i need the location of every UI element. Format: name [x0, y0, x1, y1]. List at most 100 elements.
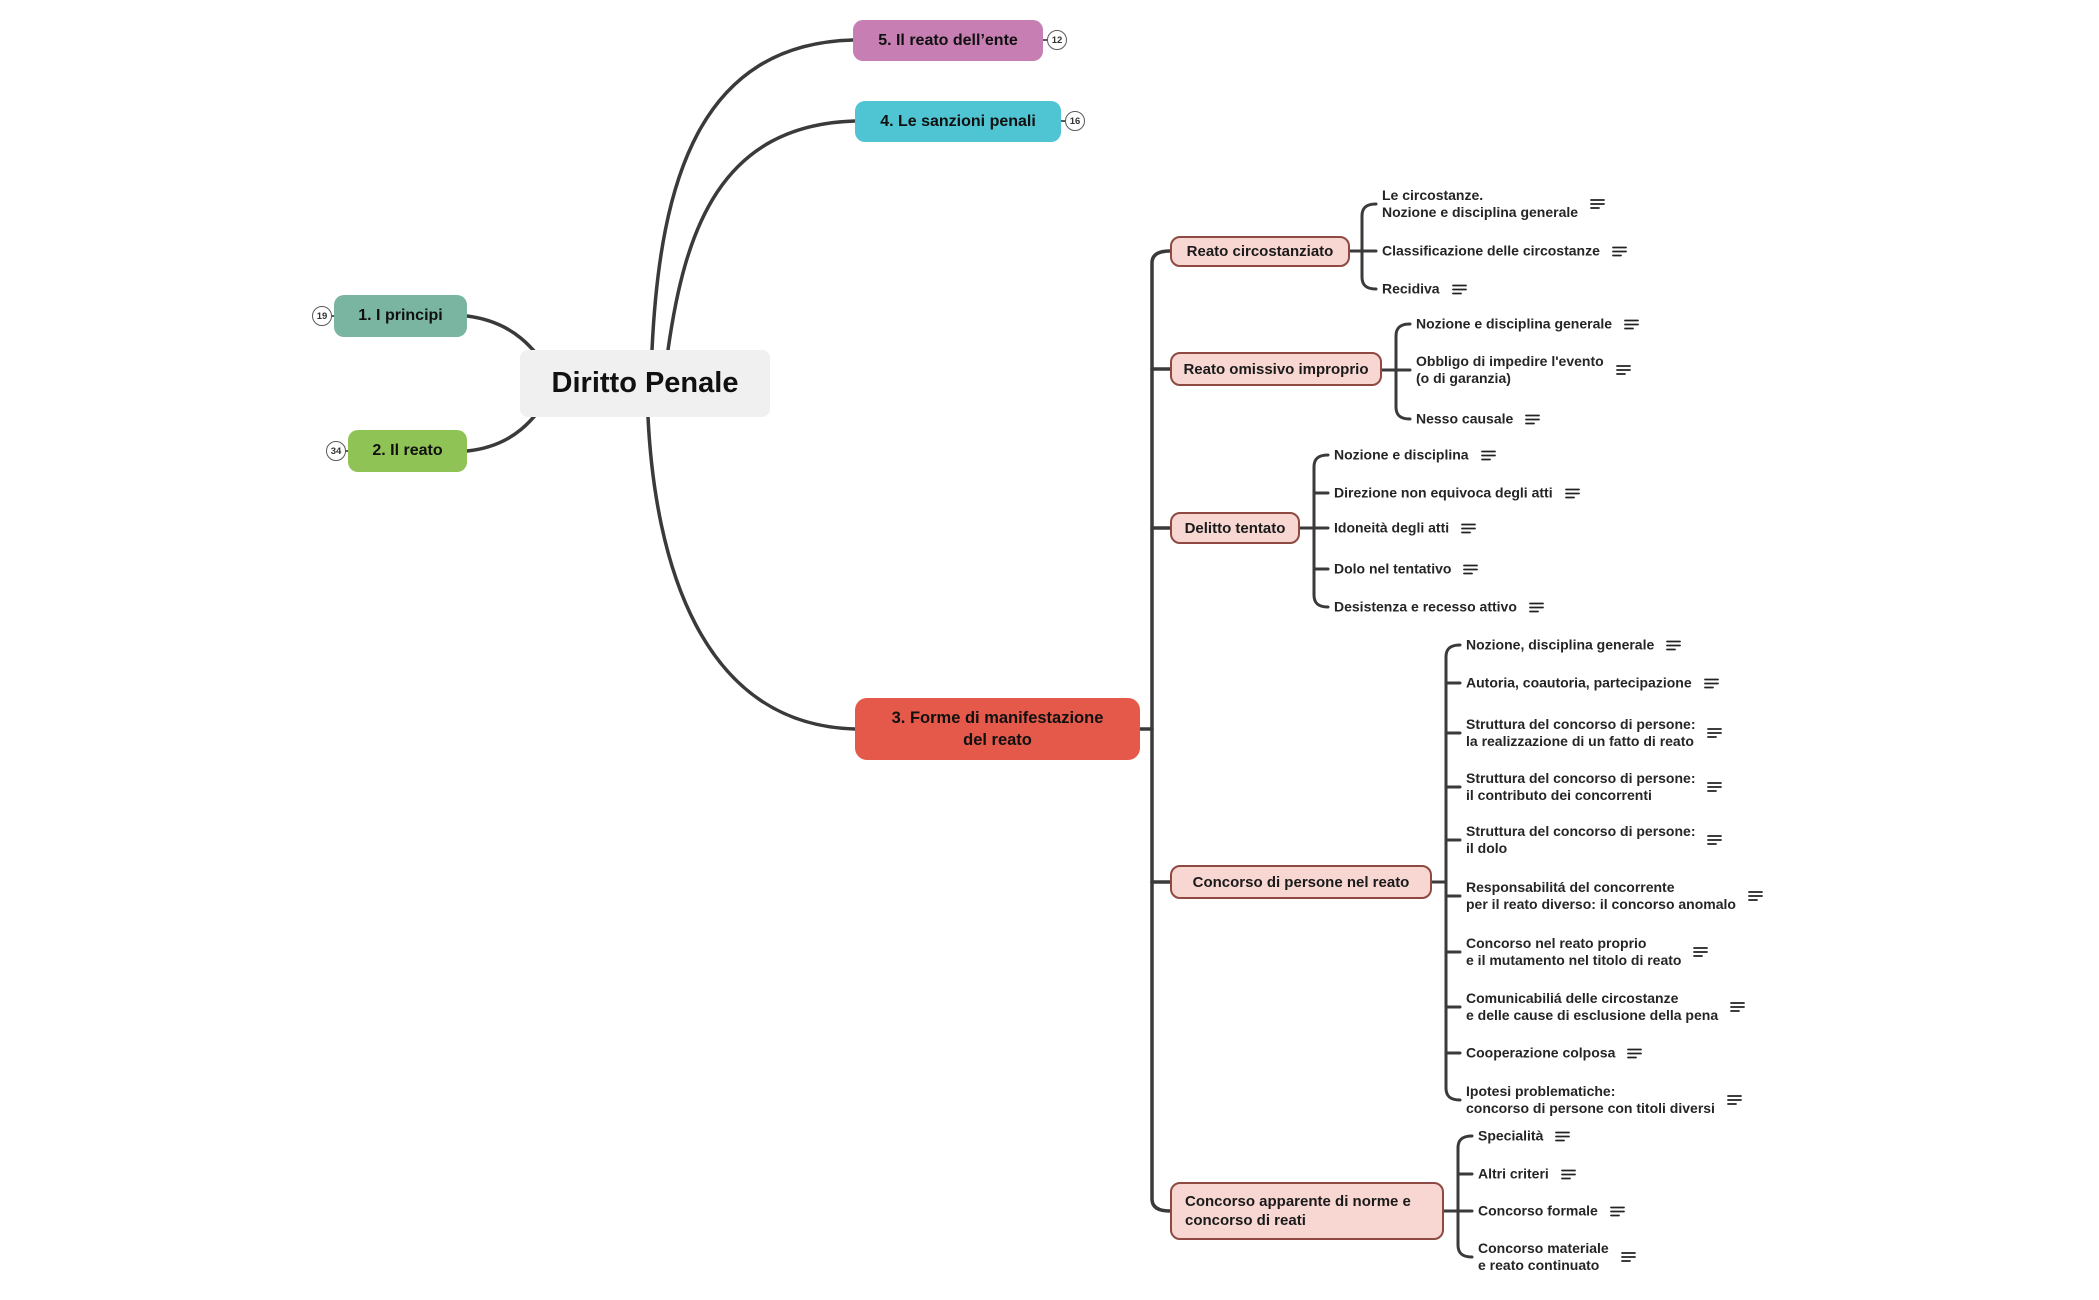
topic-obbligo-impedire-evento[interactable]: Obbligo di impedire l'evento (o di garan…: [1416, 353, 1631, 387]
branch-4-count-badge[interactable]: 16: [1065, 111, 1085, 131]
notes-icon[interactable]: [1451, 283, 1467, 295]
subtopic-label: Reato omissivo improprio: [1183, 360, 1369, 378]
topic-label: Concorso nel reato proprio e il mutament…: [1466, 935, 1682, 968]
topic-label: Ipotesi problematiche: concorso di perso…: [1466, 1083, 1715, 1116]
branch-5-reato-ente[interactable]: 5. Il reato dell’ente: [853, 20, 1043, 61]
branch-label: 5. Il reato dell’ente: [878, 31, 1018, 49]
topic-label: Autoria, coautoria, partecipazione: [1466, 674, 1692, 691]
topic-label: Struttura del concorso di persone: il do…: [1466, 823, 1696, 856]
badge-count: 34: [330, 445, 342, 457]
topic-classificazione-circostanze[interactable]: Classificazione delle circostanze: [1382, 243, 1627, 260]
topic-specialita[interactable]: Specialità: [1478, 1128, 1571, 1145]
topic-label: Cooperazione colposa: [1466, 1044, 1616, 1061]
topic-direzione-non-equivoca[interactable]: Direzione non equivoca degli atti: [1334, 485, 1580, 502]
topic-nozione-e-disciplina[interactable]: Nozione e disciplina: [1334, 447, 1496, 464]
subtopic-brackets: [1298, 202, 1474, 1259]
subtopic-label: Concorso di persone nel reato: [1192, 873, 1410, 891]
topic-altri-criteri[interactable]: Altri criteri: [1478, 1166, 1576, 1183]
notes-icon[interactable]: [1461, 522, 1477, 534]
notes-icon[interactable]: [1703, 677, 1719, 689]
topic-label: Altri criteri: [1478, 1165, 1549, 1182]
topic-label: Concorso formale: [1478, 1202, 1598, 1219]
badge-count: 16: [1069, 115, 1081, 127]
topic-cooperazione-colposa[interactable]: Cooperazione colposa: [1466, 1044, 1643, 1062]
topic-dolo-nel-tentativo[interactable]: Dolo nel tentativo: [1334, 560, 1479, 578]
notes-icon[interactable]: [1727, 1094, 1742, 1106]
branch-5-count-badge[interactable]: 12: [1047, 30, 1067, 50]
topic-desistenza-recesso-attivo[interactable]: Desistenza e recesso attivo: [1334, 599, 1544, 616]
notes-icon[interactable]: [1463, 563, 1479, 575]
topic-comunicabilita-circostanze[interactable]: Comunicabiliá delle circostanze e delle …: [1466, 990, 1746, 1024]
topic-autoria-coautoria[interactable]: Autoria, coautoria, partecipazione: [1466, 675, 1719, 692]
topic-label: Nesso causale: [1416, 410, 1514, 427]
notes-icon[interactable]: [1590, 198, 1605, 210]
node-concorso-apparente[interactable]: Concorso apparente di norme e concorso d…: [1170, 1182, 1444, 1240]
branch-1-principi[interactable]: 1. I principi: [334, 295, 467, 337]
root-branch-connectors: [465, 38, 857, 731]
node-concorso-di-persone[interactable]: Concorso di persone nel reato: [1170, 865, 1432, 899]
topic-nozione-disciplina-generale-2[interactable]: Nozione, disciplina generale: [1466, 636, 1682, 654]
topic-label: Nozione e disciplina generale: [1416, 315, 1613, 332]
notes-icon[interactable]: [1480, 449, 1496, 461]
notes-icon[interactable]: [1611, 245, 1627, 257]
topic-label: Nozione, disciplina generale: [1466, 636, 1655, 653]
node-reato-omissivo-improprio[interactable]: Reato omissivo improprio: [1170, 352, 1382, 386]
subtopic-label: Concorso apparente di norme e concorso d…: [1185, 1192, 1411, 1230]
branch-1-count-badge[interactable]: 19: [312, 306, 332, 326]
branch-2-il-reato[interactable]: 2. Il reato: [348, 430, 467, 472]
node-reato-circostanziato[interactable]: Reato circostanziato: [1170, 236, 1350, 267]
notes-icon[interactable]: [1624, 318, 1639, 330]
branch-label: 3. Forme di manifestazione del reato: [891, 708, 1104, 749]
topic-label: Comunicabiliá delle circostanze e delle …: [1466, 990, 1719, 1023]
notes-icon[interactable]: [1666, 639, 1682, 651]
notes-icon[interactable]: [1707, 727, 1723, 739]
notes-icon[interactable]: [1707, 834, 1723, 846]
topic-label: Dolo nel tentativo: [1334, 560, 1452, 577]
topic-recidiva[interactable]: Recidiva: [1382, 281, 1467, 298]
branch-4-sanzioni-penali[interactable]: 4. Le sanzioni penali: [855, 101, 1061, 142]
topic-idoneita-degli-atti[interactable]: Idoneità degli atti: [1334, 519, 1477, 537]
notes-icon[interactable]: [1528, 601, 1544, 613]
badge-count: 19: [316, 310, 328, 322]
topic-ipotesi-problematiche[interactable]: Ipotesi problematiche: concorso di perso…: [1466, 1083, 1742, 1117]
notes-icon[interactable]: [1730, 1001, 1746, 1013]
topic-struttura-il-dolo[interactable]: Struttura del concorso di persone: il do…: [1466, 823, 1723, 857]
branch-label: 4. Le sanzioni penali: [880, 112, 1036, 130]
subtopic-label: Delitto tentato: [1184, 519, 1286, 537]
notes-icon[interactable]: [1627, 1047, 1643, 1059]
topic-label: Responsabilitá del concorrente per il re…: [1466, 879, 1736, 912]
topic-nesso-causale[interactable]: Nesso causale: [1416, 410, 1541, 428]
topic-le-circostanze-nozione[interactable]: Le circostanze. Nozione e disciplina gen…: [1382, 187, 1605, 221]
notes-icon[interactable]: [1615, 364, 1631, 376]
notes-icon[interactable]: [1748, 890, 1763, 902]
notes-icon[interactable]: [1564, 487, 1580, 499]
notes-icon[interactable]: [1560, 1168, 1576, 1180]
topic-label: Classificazione delle circostanze: [1382, 242, 1600, 259]
notes-icon[interactable]: [1620, 1251, 1636, 1263]
branch-3-forme-manifestazione[interactable]: 3. Forme di manifestazione del reato: [855, 698, 1140, 760]
central-topic-label: Diritto Penale: [551, 367, 739, 399]
topic-label: Concorso materiale e reato continuato: [1478, 1240, 1609, 1273]
notes-icon[interactable]: [1693, 946, 1709, 958]
notes-icon[interactable]: [1707, 781, 1723, 793]
topic-struttura-contributo-concorrenti[interactable]: Struttura del concorso di persone: il co…: [1466, 770, 1723, 804]
topic-label: Idoneità degli atti: [1334, 519, 1450, 536]
topic-concorso-reato-proprio[interactable]: Concorso nel reato proprio e il mutament…: [1466, 935, 1709, 969]
topic-label: Direzione non equivoca degli atti: [1334, 484, 1553, 501]
topic-responsabilita-concorso-anomalo[interactable]: Responsabilitá del concorrente per il re…: [1466, 879, 1763, 913]
topic-nozione-disciplina-generale[interactable]: Nozione e disciplina generale: [1416, 316, 1639, 333]
topic-label: Desistenza e recesso attivo: [1334, 598, 1517, 615]
topic-concorso-formale[interactable]: Concorso formale: [1478, 1203, 1625, 1220]
topic-label: Le circostanze. Nozione e disciplina gen…: [1382, 187, 1579, 220]
central-topic[interactable]: Diritto Penale: [520, 350, 770, 417]
topic-concorso-materiale-reato-continuato[interactable]: Concorso materiale e reato continuato: [1478, 1240, 1636, 1274]
notes-icon[interactable]: [1555, 1130, 1571, 1142]
node-delitto-tentato[interactable]: Delitto tentato: [1170, 512, 1300, 544]
notes-icon[interactable]: [1525, 413, 1541, 425]
notes-icon[interactable]: [1609, 1205, 1625, 1217]
topic-struttura-realizzazione-fatto[interactable]: Struttura del concorso di persone: la re…: [1466, 716, 1723, 750]
branch-2-count-badge[interactable]: 34: [326, 441, 346, 461]
topic-label: Recidiva: [1382, 280, 1440, 297]
subtopic-label: Reato circostanziato: [1186, 243, 1334, 260]
